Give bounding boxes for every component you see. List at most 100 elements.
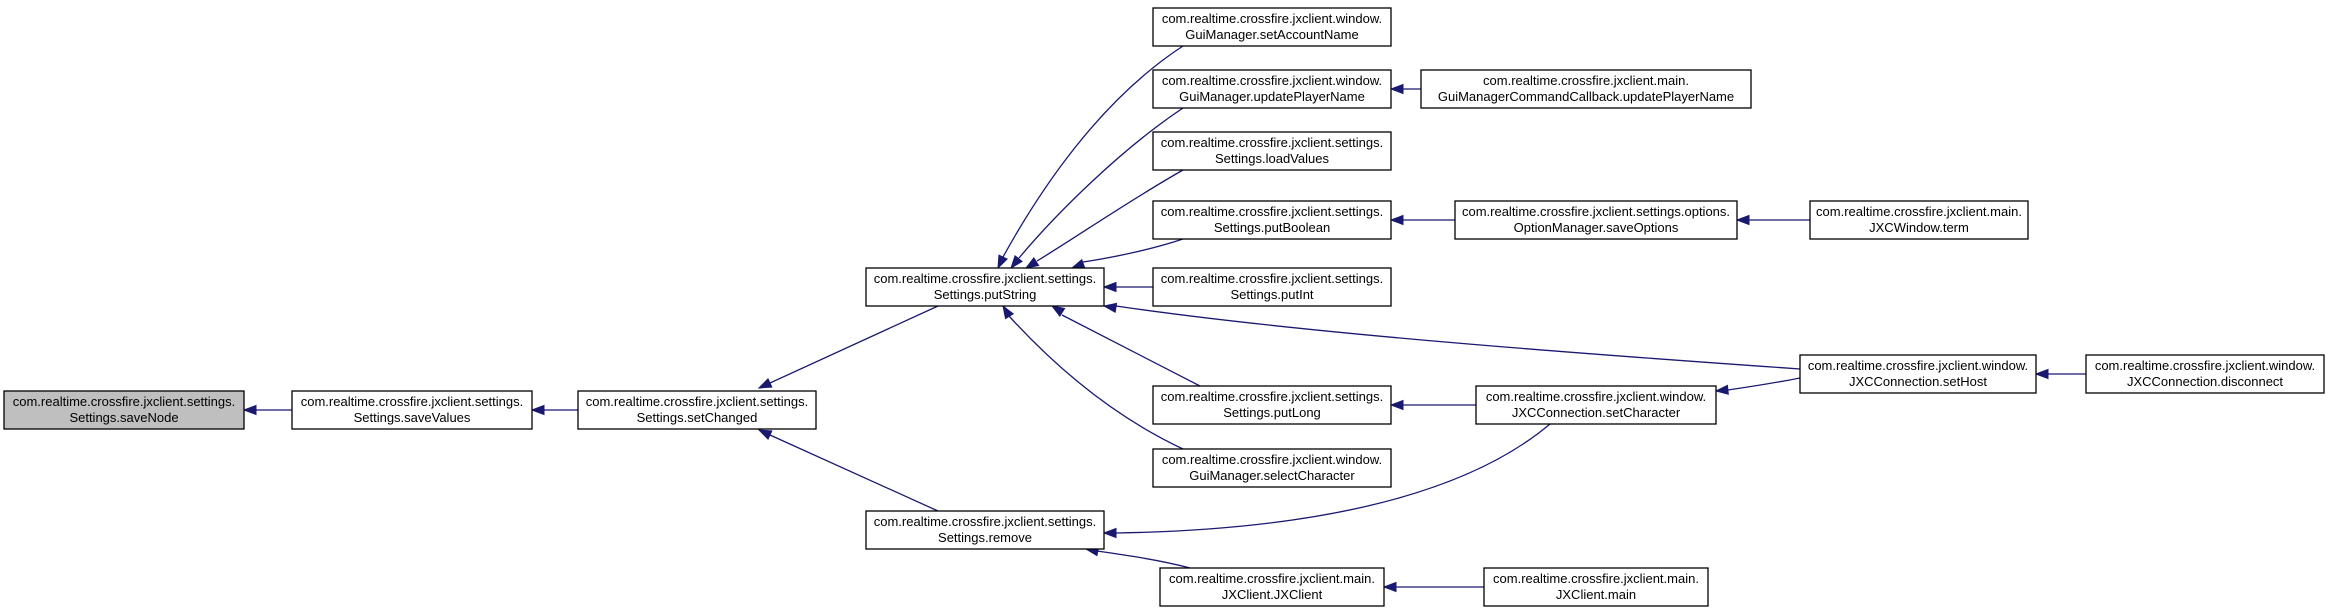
arrowhead-icon: [1050, 305, 1066, 318]
node-setAccountName[interactable]: com.realtime.crossfire.jxclient.window.G…: [1152, 7, 1392, 47]
node-saveOptions[interactable]: com.realtime.crossfire.jxclient.settings…: [1454, 200, 1738, 240]
node-disconnect[interactable]: com.realtime.crossfire.jxclient.window.J…: [2085, 354, 2325, 394]
node-putInt[interactable]: com.realtime.crossfire.jxclient.settings…: [1152, 267, 1392, 307]
node-loadValues[interactable]: com.realtime.crossfire.jxclient.settings…: [1152, 131, 1392, 171]
node-putString[interactable]: com.realtime.crossfire.jxclient.settings…: [865, 267, 1105, 307]
node-putBoolean[interactable]: com.realtime.crossfire.jxclient.settings…: [1152, 200, 1392, 240]
node-method-label: JXClient.JXClient: [1222, 587, 1323, 602]
arrowhead-icon: [1010, 254, 1023, 270]
edge-updatePlayerName-to-putString: [1010, 107, 1184, 270]
node-box: [1152, 7, 1392, 47]
node-method-label: Settings.saveValues: [354, 410, 471, 425]
node-method-label: GuiManager.selectCharacter: [1189, 468, 1355, 483]
edge-disconnect-to-setHost: [2034, 368, 2086, 380]
node-method-label: Settings.remove: [938, 530, 1032, 545]
node-package-label: com.realtime.crossfire.jxclient.settings…: [1161, 204, 1384, 219]
node-package-label: com.realtime.crossfire.jxclient.settings…: [1462, 204, 1730, 219]
node-package-label: com.realtime.crossfire.jxclient.settings…: [874, 271, 1097, 286]
node-method-label: JXCConnection.disconnect: [2127, 374, 2283, 389]
arrowhead-icon: [1102, 302, 1118, 314]
edge-setCharacter-to-remove: [1102, 423, 1551, 539]
node-selectCharacter[interactable]: com.realtime.crossfire.jxclient.window.G…: [1152, 448, 1392, 488]
node-box: [1152, 385, 1392, 425]
node-package-label: com.realtime.crossfire.jxclient.window.: [1162, 73, 1382, 88]
node-saveNode[interactable]: com.realtime.crossfire.jxclient.settings…: [3, 390, 245, 430]
arrowhead-icon: [1714, 384, 1729, 395]
node-box: [3, 390, 245, 430]
node-box: [1809, 200, 2029, 240]
node-method-label: JXClient.main: [1556, 587, 1636, 602]
edge-jxclient-to-remove: [1084, 546, 1191, 569]
node-putLong[interactable]: com.realtime.crossfire.jxclient.settings…: [1152, 385, 1392, 425]
edge-putBoolean-to-putString: [1070, 238, 1184, 269]
node-package-label: com.realtime.crossfire.jxclient.settings…: [874, 514, 1097, 529]
node-method-label: GuiManagerCommandCallback.updatePlayerNa…: [1438, 89, 1734, 104]
node-package-label: com.realtime.crossfire.jxclient.settings…: [586, 394, 809, 409]
arrowhead-icon: [757, 378, 773, 389]
node-package-label: com.realtime.crossfire.jxclient.settings…: [1161, 135, 1384, 150]
node-method-label: JXCWindow.term: [1869, 220, 1969, 235]
node-saveValues[interactable]: com.realtime.crossfire.jxclient.settings…: [291, 390, 533, 430]
node-box: [1159, 567, 1385, 607]
node-package-label: com.realtime.crossfire.jxclient.settings…: [301, 394, 524, 409]
node-jxclient[interactable]: com.realtime.crossfire.jxclient.main.JXC…: [1159, 567, 1385, 607]
arrowhead-icon: [1002, 304, 1015, 320]
node-updatePlayerName[interactable]: com.realtime.crossfire.jxclient.window.G…: [1152, 69, 1392, 109]
node-box: [1454, 200, 1738, 240]
node-method-label: Settings.putLong: [1223, 405, 1321, 420]
arrowhead-icon: [1389, 214, 1404, 226]
edge-setCharacter-to-putLong: [1389, 399, 1476, 411]
node-box: [1152, 200, 1392, 240]
edge-line: [1082, 238, 1184, 263]
edge-line: [769, 434, 939, 512]
edge-cbUpdatePlayerName-to-updatePlayerName: [1389, 83, 1421, 95]
node-method-label: JXCConnection.setCharacter: [1512, 405, 1681, 420]
node-method-label: JXCConnection.setHost: [1849, 374, 1987, 389]
edge-remove-to-setChanged: [757, 429, 939, 512]
node-setHost[interactable]: com.realtime.crossfire.jxclient.window.J…: [1799, 354, 2037, 394]
edge-setHost-to-putString: [1102, 302, 1801, 370]
node-method-label: Settings.putString: [934, 287, 1037, 302]
edge-line: [1115, 305, 1801, 370]
node-box: [577, 390, 817, 430]
node-package-label: com.realtime.crossfire.jxclient.window.: [1162, 452, 1382, 467]
edge-line: [1036, 169, 1184, 262]
node-setChanged[interactable]: com.realtime.crossfire.jxclient.settings…: [577, 390, 817, 430]
node-box: [1475, 385, 1717, 425]
node-method-label: Settings.loadValues: [1215, 151, 1329, 166]
edge-setAccountName-to-putString: [997, 45, 1184, 270]
node-cbUpdatePlayerName[interactable]: com.realtime.crossfire.jxclient.main.Gui…: [1420, 69, 1752, 109]
node-package-label: com.realtime.crossfire.jxclient.main.: [1816, 204, 2022, 219]
node-package-label: com.realtime.crossfire.jxclient.settings…: [1161, 271, 1384, 286]
arrowhead-icon: [1102, 527, 1117, 539]
node-method-label: Settings.saveNode: [69, 410, 178, 425]
node-box: [1152, 267, 1392, 307]
node-package-label: com.realtime.crossfire.jxclient.window.: [2095, 358, 2315, 373]
edge-putString-to-setChanged: [757, 305, 939, 389]
node-setCharacter[interactable]: com.realtime.crossfire.jxclient.window.J…: [1475, 385, 1717, 425]
edge-saveOptions-to-putBoolean: [1389, 214, 1455, 226]
node-box: [1152, 131, 1392, 171]
node-jxclientMain[interactable]: com.realtime.crossfire.jxclient.main.JXC…: [1483, 567, 1709, 607]
node-term[interactable]: com.realtime.crossfire.jxclient.main.JXC…: [1809, 200, 2029, 240]
arrowhead-icon: [757, 429, 773, 440]
arrowhead-icon: [2034, 368, 2049, 380]
edge-jxclientMain-to-jxclient: [1382, 581, 1484, 593]
arrowhead-icon: [530, 404, 545, 416]
edge-line: [1061, 314, 1201, 387]
node-remove[interactable]: com.realtime.crossfire.jxclient.settings…: [865, 510, 1105, 550]
node-box: [291, 390, 533, 430]
node-method-label: GuiManager.setAccountName: [1185, 27, 1358, 42]
node-box: [1152, 69, 1392, 109]
edge-putInt-to-putString: [1102, 281, 1153, 293]
node-box: [1483, 567, 1709, 607]
arrowhead-icon: [997, 254, 1008, 270]
edge-line: [1727, 377, 1801, 391]
edge-line: [769, 305, 939, 384]
node-method-label: Settings.putInt: [1230, 287, 1313, 302]
node-box: [1799, 354, 2037, 394]
edge-line: [1002, 45, 1184, 258]
node-package-label: com.realtime.crossfire.jxclient.main.: [1493, 571, 1699, 586]
edge-saveValues-to-saveNode: [242, 404, 292, 416]
arrowhead-icon: [1735, 214, 1750, 226]
